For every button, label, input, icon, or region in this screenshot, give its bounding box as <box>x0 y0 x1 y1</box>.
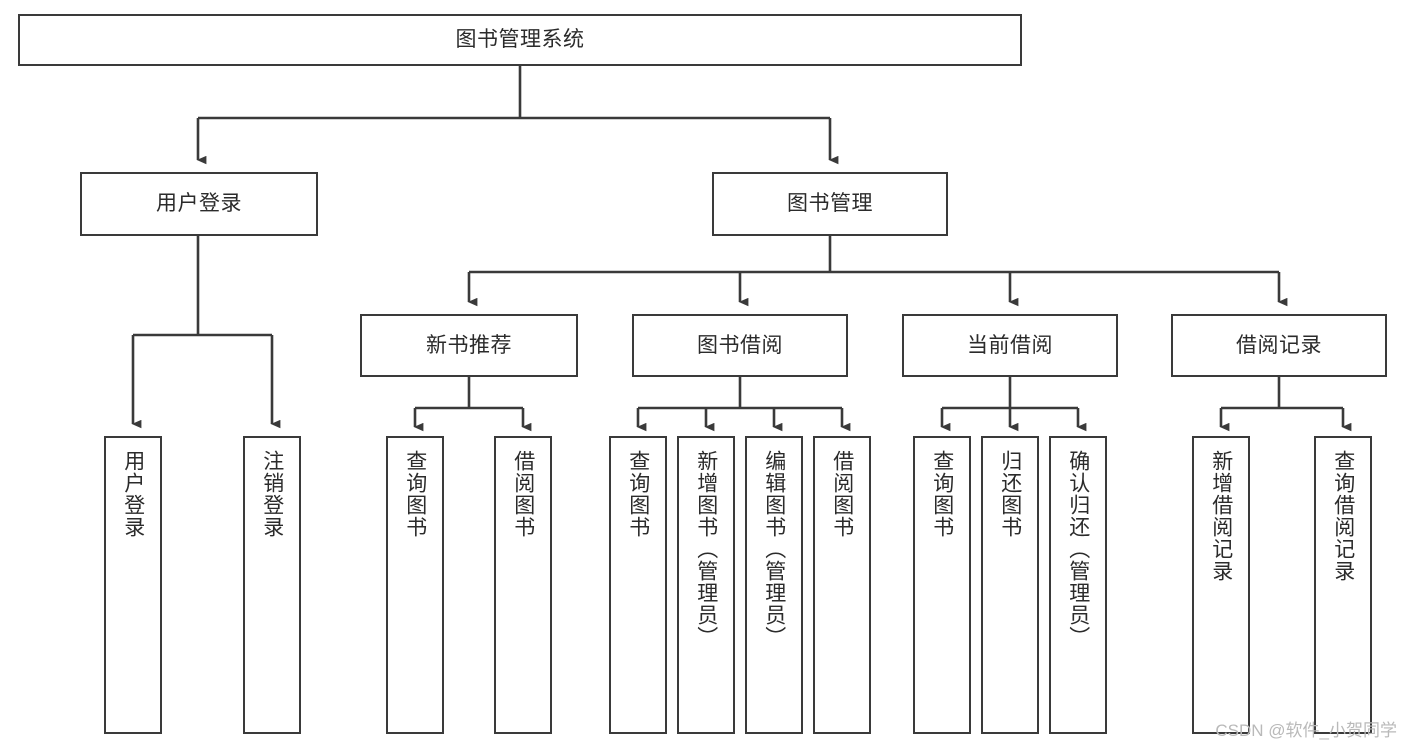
node-label: 图书管理 <box>787 192 873 216</box>
node-label: 查询图书 <box>626 450 650 538</box>
node-label: 借阅记录 <box>1236 333 1322 357</box>
node-user-login[interactable]: 用户登录 <box>80 172 318 236</box>
node-new-book-recommend[interactable]: 新书推荐 <box>360 314 578 377</box>
node-label: 用户登录 <box>156 192 242 216</box>
node-book-management[interactable]: 图书管理 <box>712 172 948 236</box>
node-current-borrow[interactable]: 当前借阅 <box>902 314 1118 377</box>
leaf-new-book-borrow[interactable]: 借阅图书 <box>494 436 552 734</box>
connector-group-user-login <box>131 236 281 429</box>
node-label: 归还图书 <box>998 450 1022 538</box>
node-label: 查询图书 <box>930 450 954 538</box>
leaf-user-login-logout[interactable]: 注销登录 <box>243 436 301 734</box>
leaf-current-borrow-confirm-return[interactable]: 确认归还（管理员） <box>1049 436 1107 734</box>
leaf-book-borrow-edit[interactable]: 编辑图书（管理员） <box>745 436 803 734</box>
leaf-user-login-login[interactable]: 用户登录 <box>104 436 162 734</box>
connector-group-root <box>196 66 839 165</box>
leaf-current-borrow-query[interactable]: 查询图书 <box>913 436 971 734</box>
leaf-current-borrow-return[interactable]: 归还图书 <box>981 436 1039 734</box>
connector-group-book-borrow <box>636 377 851 432</box>
connector-group-new-book <box>413 377 532 432</box>
node-label: 借阅图书 <box>511 450 535 538</box>
node-label: 注销登录 <box>260 450 284 538</box>
leaf-book-borrow-query[interactable]: 查询图书 <box>609 436 667 734</box>
connector-group-current-borrow <box>940 377 1087 432</box>
node-label: 当前借阅 <box>967 333 1053 357</box>
node-label: 编辑图书（管理员） <box>762 450 786 648</box>
node-borrow-records[interactable]: 借阅记录 <box>1171 314 1387 377</box>
connector-group-borrow-records <box>1219 377 1352 432</box>
node-label: 查询借阅记录 <box>1331 450 1355 582</box>
node-label: 借阅图书 <box>830 450 854 538</box>
node-label: 图书管理系统 <box>455 28 585 52</box>
node-book-borrow[interactable]: 图书借阅 <box>632 314 848 377</box>
leaf-book-borrow-borrow[interactable]: 借阅图书 <box>813 436 871 734</box>
node-label: 查询图书 <box>403 450 427 538</box>
leaf-borrow-records-query[interactable]: 查询借阅记录 <box>1314 436 1372 734</box>
node-label: 新书推荐 <box>426 333 512 357</box>
node-label: 用户登录 <box>121 450 145 538</box>
leaf-borrow-records-add[interactable]: 新增借阅记录 <box>1192 436 1250 734</box>
node-label: 图书借阅 <box>697 333 783 357</box>
leaf-book-borrow-add[interactable]: 新增图书（管理员） <box>677 436 735 734</box>
node-label: 新增图书（管理员） <box>694 450 718 648</box>
leaf-new-book-query[interactable]: 查询图书 <box>386 436 444 734</box>
node-label: 确认归还（管理员） <box>1066 450 1090 648</box>
node-root-system[interactable]: 图书管理系统 <box>18 14 1022 66</box>
connector-group-book-manage <box>467 236 1288 307</box>
node-label: 新增借阅记录 <box>1209 450 1233 582</box>
